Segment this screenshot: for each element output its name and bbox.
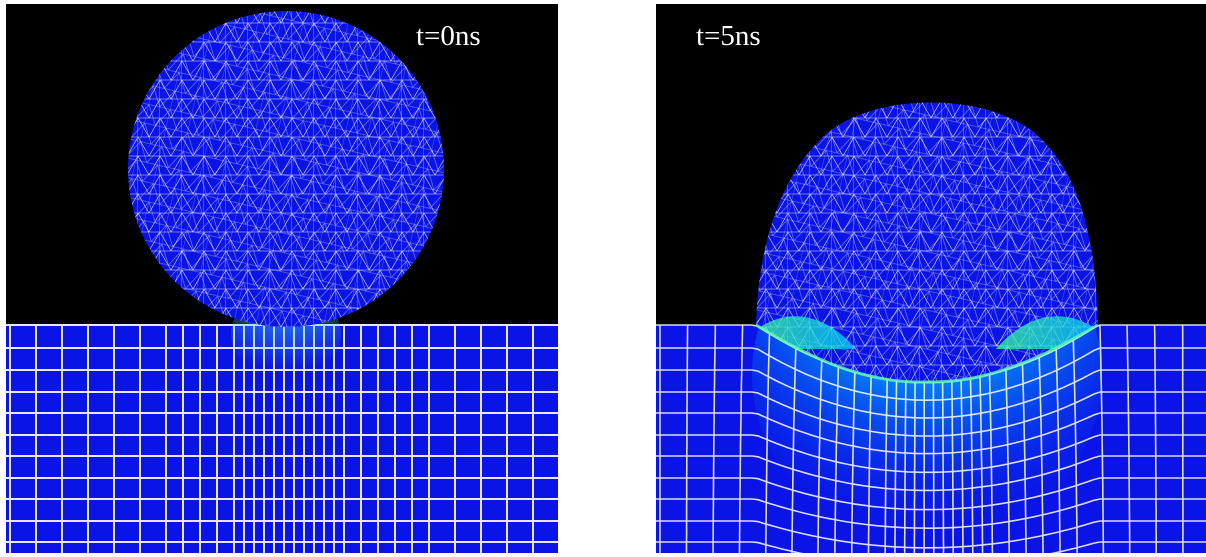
- particle-mesh: [128, 11, 444, 327]
- interface-jetting: [755, 323, 1099, 384]
- substrate-mesh: [6, 324, 558, 553]
- simulation-panel-t5: t=5ns: [656, 4, 1206, 553]
- impact-simulation-t5-image: [656, 102, 1206, 553]
- time-label: t=0ns: [416, 20, 481, 52]
- simulation-panel-t0: t=0ns: [6, 4, 558, 553]
- deformed-particle: [756, 102, 1098, 383]
- impact-simulation-t0-image: [6, 11, 558, 553]
- time-label: t=5ns: [696, 20, 761, 52]
- deformed-substrate-mesh: [656, 324, 1206, 553]
